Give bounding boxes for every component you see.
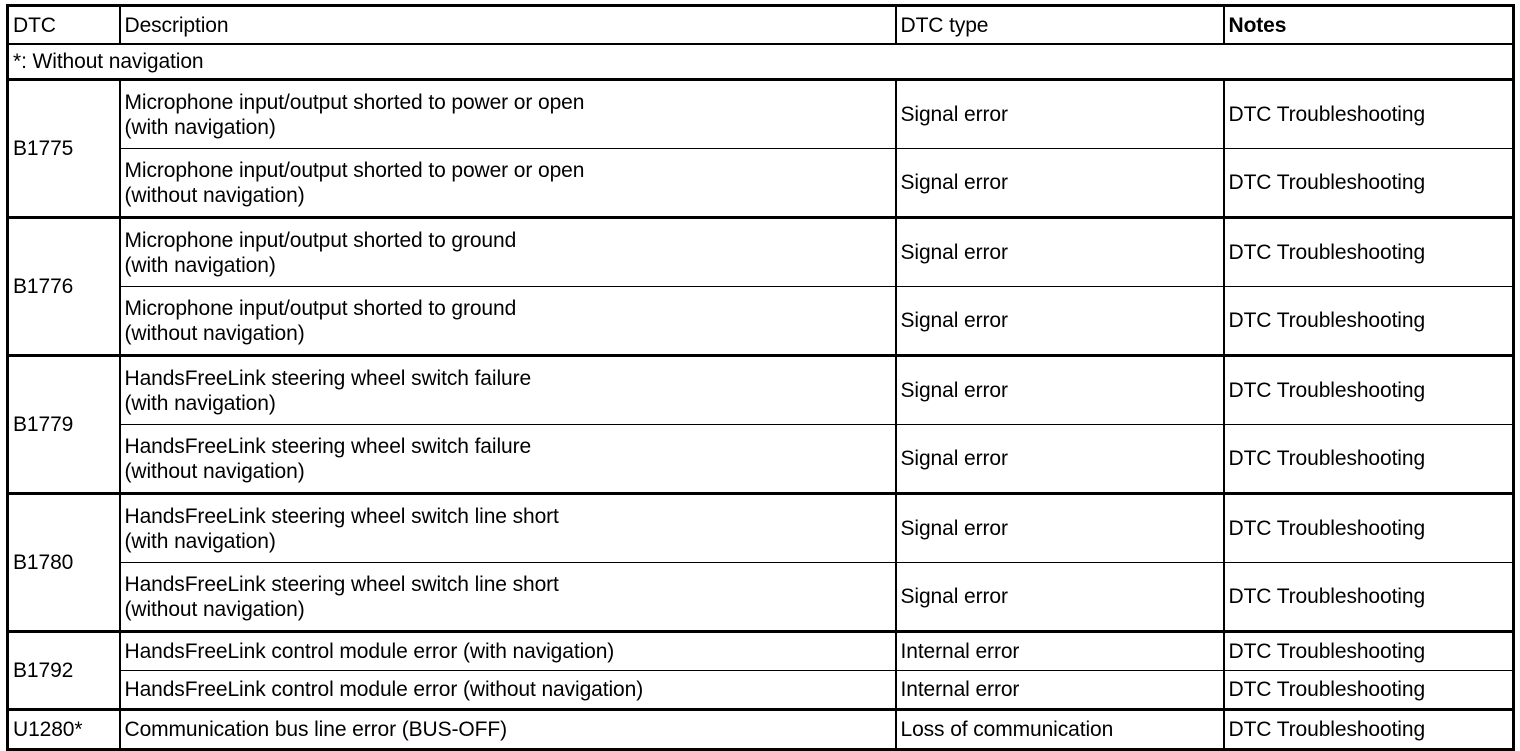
dtc-type-cell: Signal error <box>895 562 1225 632</box>
dtc-code-cell: B1780 <box>7 492 121 632</box>
description-cell: HandsFreeLink steering wheel switch line… <box>119 492 897 563</box>
description-cell: Microphone input/output shorted to groun… <box>119 286 897 356</box>
table-header-row: DTC Description DTC type Notes <box>7 5 1514 45</box>
dtc-code-cell: B1779 <box>7 354 121 494</box>
description-cell: HandsFreeLink control module error (with… <box>119 670 897 710</box>
notes-cell: DTC Troubleshooting <box>1223 630 1514 671</box>
dtc-table-body: DTC Description DTC type Notes *: Withou… <box>7 5 1514 750</box>
dtc-type-cell: Signal error <box>895 354 1225 425</box>
dtc-code-cell: B1792 <box>7 630 121 710</box>
notes-cell: DTC Troubleshooting <box>1223 78 1514 149</box>
column-header-dtc-type: DTC type <box>895 5 1225 45</box>
dtc-code-cell: B1775 <box>7 78 121 218</box>
notes-cell: DTC Troubleshooting <box>1223 286 1514 356</box>
notes-cell: DTC Troubleshooting <box>1223 424 1514 494</box>
dtc-table: DTC Description DTC type Notes *: Withou… <box>6 4 1515 751</box>
column-header-description: Description <box>119 5 897 45</box>
dtc-type-cell: Signal error <box>895 78 1225 149</box>
description-cell: Communication bus line error (BUS-OFF) <box>119 708 897 750</box>
dtc-type-cell: Signal error <box>895 216 1225 287</box>
dtc-type-cell: Signal error <box>895 424 1225 494</box>
dtc-code-cell: U1280* <box>7 708 121 750</box>
description-cell: Microphone input/output shorted to power… <box>119 148 897 218</box>
notes-cell: DTC Troubleshooting <box>1223 670 1514 710</box>
footnote-row: *: Without navigation <box>7 43 1514 81</box>
notes-cell: DTC Troubleshooting <box>1223 492 1514 563</box>
table-row: Microphone input/output shorted to power… <box>8 148 1514 218</box>
description-cell: HandsFreeLink steering wheel switch line… <box>119 562 897 632</box>
description-cell: Microphone input/output shorted to groun… <box>119 216 897 287</box>
dtc-type-cell: Signal error <box>895 286 1225 356</box>
table-row: HandsFreeLink steering wheel switch line… <box>8 562 1514 632</box>
description-cell: HandsFreeLink steering wheel switch fail… <box>119 354 897 425</box>
table-row: Microphone input/output shorted to groun… <box>8 286 1514 356</box>
notes-cell: DTC Troubleshooting <box>1223 562 1514 632</box>
footnote-text: *: Without navigation <box>7 43 1514 81</box>
column-header-dtc: DTC <box>7 5 121 45</box>
table-row: U1280*Communication bus line error (BUS-… <box>7 708 1514 750</box>
dtc-table-container: DTC Description DTC type Notes *: Withou… <box>6 4 1515 751</box>
dtc-type-cell: Internal error <box>895 670 1225 710</box>
dtc-type-cell: Signal error <box>895 148 1225 218</box>
description-cell: HandsFreeLink control module error (with… <box>119 630 897 671</box>
dtc-type-cell: Loss of communication <box>895 708 1225 750</box>
dtc-type-cell: Internal error <box>895 630 1225 671</box>
table-row: HandsFreeLink control module error (with… <box>8 670 1514 710</box>
dtc-type-cell: Signal error <box>895 492 1225 563</box>
notes-cell: DTC Troubleshooting <box>1223 216 1514 287</box>
notes-cell: DTC Troubleshooting <box>1223 354 1514 425</box>
table-row: HandsFreeLink steering wheel switch fail… <box>8 424 1514 494</box>
dtc-code-cell: B1776 <box>7 216 121 356</box>
description-cell: Microphone input/output shorted to power… <box>119 78 897 149</box>
notes-cell: DTC Troubleshooting <box>1223 148 1514 218</box>
notes-cell: DTC Troubleshooting <box>1223 708 1514 750</box>
column-header-notes: Notes <box>1223 5 1514 45</box>
description-cell: HandsFreeLink steering wheel switch fail… <box>119 424 897 494</box>
